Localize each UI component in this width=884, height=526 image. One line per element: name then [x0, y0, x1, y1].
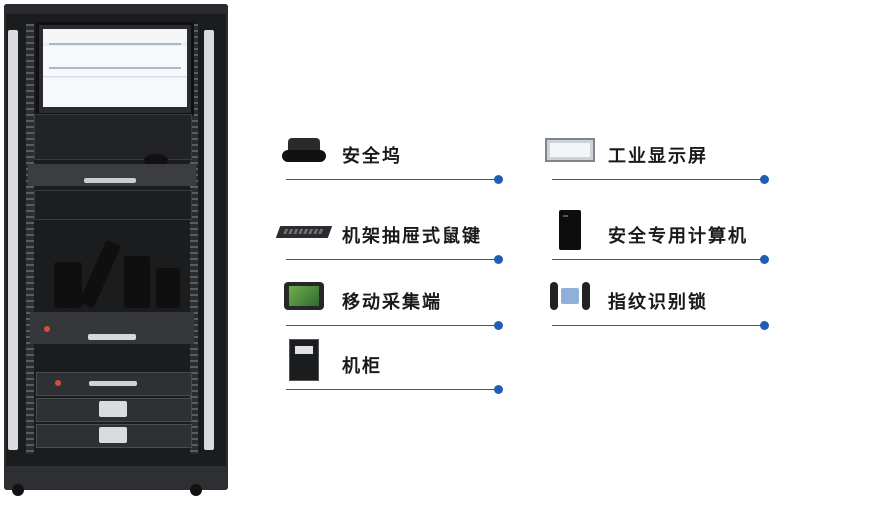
drawer-handle — [89, 381, 137, 386]
legend-item-security-dock: 安全坞 — [278, 130, 508, 190]
tower-pc-icon — [544, 210, 596, 250]
line-end-dot — [760, 321, 769, 330]
docked-device — [156, 268, 180, 308]
divider-line — [286, 259, 498, 260]
drawer-handle — [88, 334, 136, 340]
legend-label: 机架抽屉式鼠键 — [342, 226, 482, 247]
cabinet-side-panel-left — [8, 30, 18, 450]
dock-shelf — [30, 312, 194, 344]
line-end-dot — [760, 175, 769, 184]
screen-bar — [49, 43, 181, 45]
divider-line — [286, 389, 498, 390]
status-led — [44, 326, 50, 332]
legend-item-secure-computer: 安全专用计算机 — [544, 210, 774, 270]
caster-wheel — [190, 484, 202, 496]
legend-label: 移动采集端 — [342, 292, 442, 313]
monitor-base-panel — [34, 114, 192, 160]
caster-wheel — [12, 484, 24, 496]
cabinet-rail-left — [26, 24, 34, 454]
rack-panel — [34, 190, 192, 220]
rack-keyboard-icon — [275, 210, 333, 250]
cabinet-monitor — [36, 22, 194, 116]
drawer-lock — [99, 427, 127, 443]
line-end-dot — [494, 321, 503, 330]
legend-label: 机柜 — [342, 356, 382, 377]
docked-device — [124, 256, 150, 308]
cabinet-top — [4, 4, 228, 14]
tablet-icon — [278, 276, 330, 316]
divider-line — [552, 259, 764, 260]
charging-dock-icon — [278, 130, 330, 170]
cabinet-drawer — [36, 424, 192, 448]
legend-item-mobile-terminal: 移动采集端 — [278, 276, 508, 336]
legend-label: 安全专用计算机 — [608, 226, 748, 247]
line-end-dot — [494, 385, 503, 394]
server-cabinet-icon — [278, 339, 330, 381]
mouse — [144, 154, 168, 166]
legend-label: 安全坞 — [342, 146, 402, 167]
cabinet-drawer — [36, 372, 192, 396]
divider-line — [286, 325, 498, 326]
cabinet-rail-right — [190, 24, 198, 454]
divider-line — [552, 325, 764, 326]
legend-item-rack-keyboard: 机架抽屉式鼠键 — [275, 210, 508, 270]
legend-label: 工业显示屏 — [608, 146, 708, 167]
cabinet-side-panel-right — [204, 30, 214, 450]
line-end-dot — [760, 255, 769, 264]
docked-device — [54, 262, 82, 308]
line-end-dot — [494, 175, 503, 184]
monitor-screen — [43, 29, 187, 107]
monitor-icon — [544, 130, 596, 170]
legend-label: 指纹识别锁 — [608, 292, 708, 313]
legend-item-cabinet: 机柜 — [278, 339, 508, 400]
fingerprint-lock-icon — [544, 276, 596, 316]
legend-item-industrial-display: 工业显示屏 — [544, 130, 774, 190]
line-end-dot — [494, 255, 503, 264]
drawer-handle — [84, 178, 136, 183]
legend-item-fingerprint-lock: 指纹识别锁 — [544, 276, 774, 336]
keyboard-drawer — [28, 164, 196, 186]
cabinet-drawer — [36, 398, 192, 422]
drawer-lock — [99, 401, 127, 417]
screen-bar — [49, 67, 181, 69]
divider-line — [552, 179, 764, 180]
divider-line — [286, 179, 498, 180]
cabinet-base — [4, 466, 228, 488]
status-led — [55, 380, 61, 386]
